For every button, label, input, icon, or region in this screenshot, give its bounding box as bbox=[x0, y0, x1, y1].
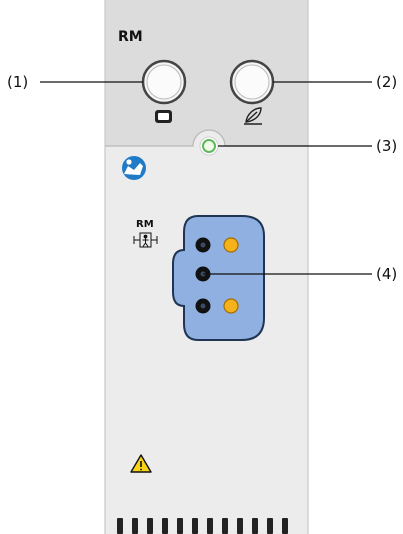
ventilation-slots bbox=[117, 518, 288, 534]
module-name-label: RM bbox=[118, 29, 143, 45]
connector-label: RM bbox=[136, 219, 154, 230]
measure-key-icon bbox=[155, 110, 172, 123]
indicator-light-icon bbox=[199, 136, 219, 156]
module-top-panel bbox=[105, 0, 308, 146]
callout-1: (1) bbox=[7, 73, 29, 91]
warning-icon bbox=[130, 454, 152, 473]
rm-connector[interactable] bbox=[172, 215, 265, 341]
measure-key[interactable] bbox=[141, 59, 187, 105]
connector-pin-orange-2 bbox=[223, 298, 239, 314]
callout-3: (3) bbox=[376, 137, 398, 155]
connector-pin-orange-1 bbox=[223, 237, 239, 253]
patient-applied-part-icon bbox=[133, 232, 158, 248]
consult-manual-icon bbox=[122, 156, 146, 180]
callout-4: (4) bbox=[376, 265, 398, 283]
callout-2: (2) bbox=[376, 73, 398, 91]
setup-key[interactable] bbox=[229, 59, 275, 105]
setup-key-icon bbox=[244, 107, 262, 125]
connector-pin-dark-3 bbox=[195, 298, 211, 314]
connector-pin-dark-1 bbox=[195, 237, 211, 253]
